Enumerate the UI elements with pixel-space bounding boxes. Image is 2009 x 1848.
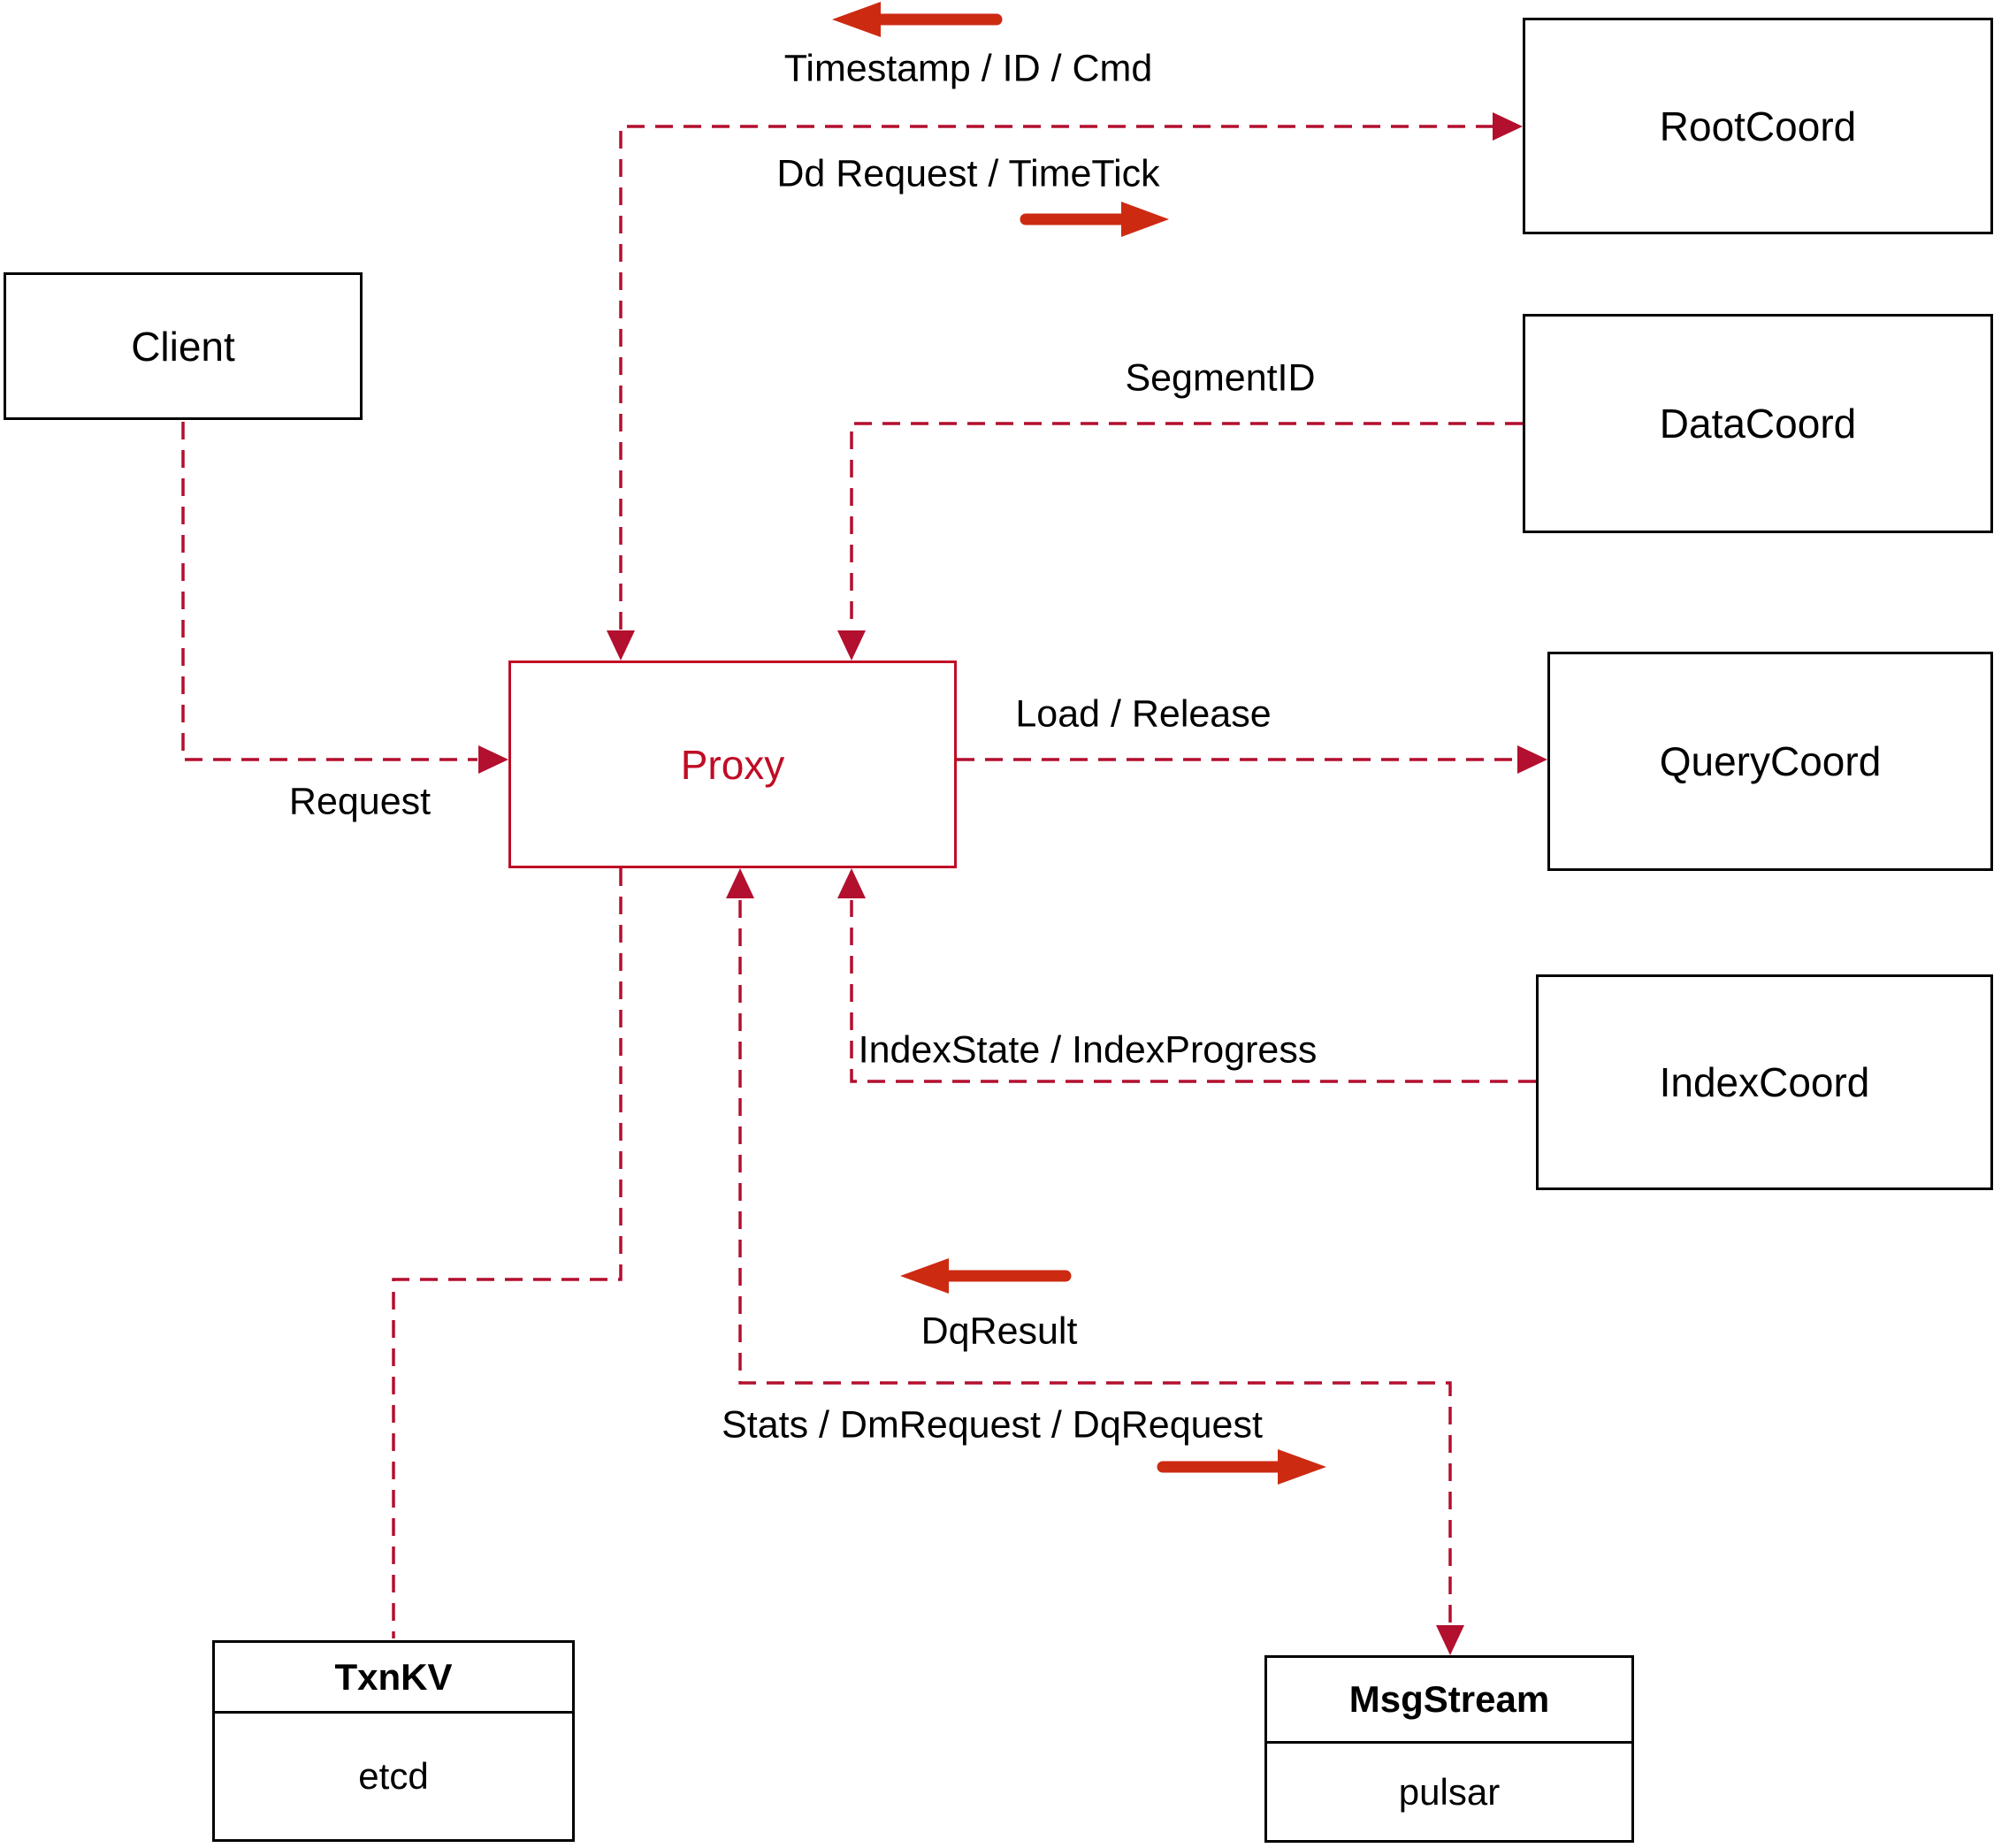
node-proxy-label: Proxy (680, 741, 785, 788)
edge-datacoord-proxy (850, 422, 1523, 630)
node-proxy: Proxy (508, 661, 957, 868)
edge-proxy-rootcoord (619, 125, 1493, 630)
node-querycoord: QueryCoord (1547, 652, 1993, 871)
node-msgstream: MsgStream pulsar (1264, 1655, 1634, 1843)
node-txnkv-impl: etcd (358, 1755, 429, 1797)
node-datacoord-label: DataCoord (1659, 401, 1857, 447)
node-rootcoord-label: RootCoord (1659, 103, 1857, 149)
arrowhead-into-proxy-bottom-index (837, 868, 866, 898)
edge-label-segmentid: SegmentID (1125, 356, 1316, 400)
direction-arrow-stats-right-head (1278, 1449, 1326, 1485)
edge-label-request: Request (288, 780, 432, 823)
node-txnkv-title: TxnKV (215, 1643, 572, 1714)
edge-label-timestamp-id-cmd: Timestamp / ID / Cmd (783, 47, 1153, 90)
arrowhead-into-msgstream (1436, 1625, 1464, 1655)
direction-arrow-timestamp-left-head (832, 2, 881, 37)
edge-client-proxy (181, 422, 477, 761)
edge-label-indexstate-indexprogress: IndexState / IndexProgress (858, 1028, 1318, 1072)
arrowhead-into-rootcoord (1493, 112, 1523, 141)
edge-proxy-txnkv (392, 868, 623, 1638)
edge-proxy-msgstream (738, 900, 1452, 1625)
edge-label-dqresult: DqResult (920, 1310, 1078, 1353)
node-indexcoord: IndexCoord (1536, 974, 1993, 1190)
arrowhead-into-proxy-top-right (837, 630, 866, 661)
node-client: Client (4, 272, 363, 420)
arrowhead-into-proxy-top-left (607, 630, 635, 661)
arrowhead-into-proxy-bottom-dqresult (726, 868, 754, 898)
node-datacoord: DataCoord (1523, 314, 1993, 533)
arrowhead-into-proxy-left (478, 745, 508, 774)
edge-label-load-release: Load / Release (1015, 692, 1272, 736)
node-client-label: Client (131, 323, 235, 370)
node-txnkv: TxnKV etcd (212, 1640, 575, 1842)
node-msgstream-title: MsgStream (1267, 1658, 1631, 1744)
node-rootcoord: RootCoord (1523, 18, 1993, 234)
node-indexcoord-label: IndexCoord (1659, 1059, 1870, 1105)
direction-arrow-dqresult-left-head (900, 1258, 949, 1294)
node-msgstream-impl: pulsar (1398, 1770, 1501, 1813)
edge-label-dd-request-timetick: Dd Request / TimeTick (776, 152, 1160, 195)
arrowhead-into-querycoord (1517, 745, 1547, 774)
edge-label-stats-dmrequest-dqrequest: Stats / DmRequest / DqRequest (722, 1403, 1263, 1447)
node-querycoord-label: QueryCoord (1659, 738, 1882, 784)
direction-arrow-ddrequest-right-head (1121, 202, 1169, 237)
